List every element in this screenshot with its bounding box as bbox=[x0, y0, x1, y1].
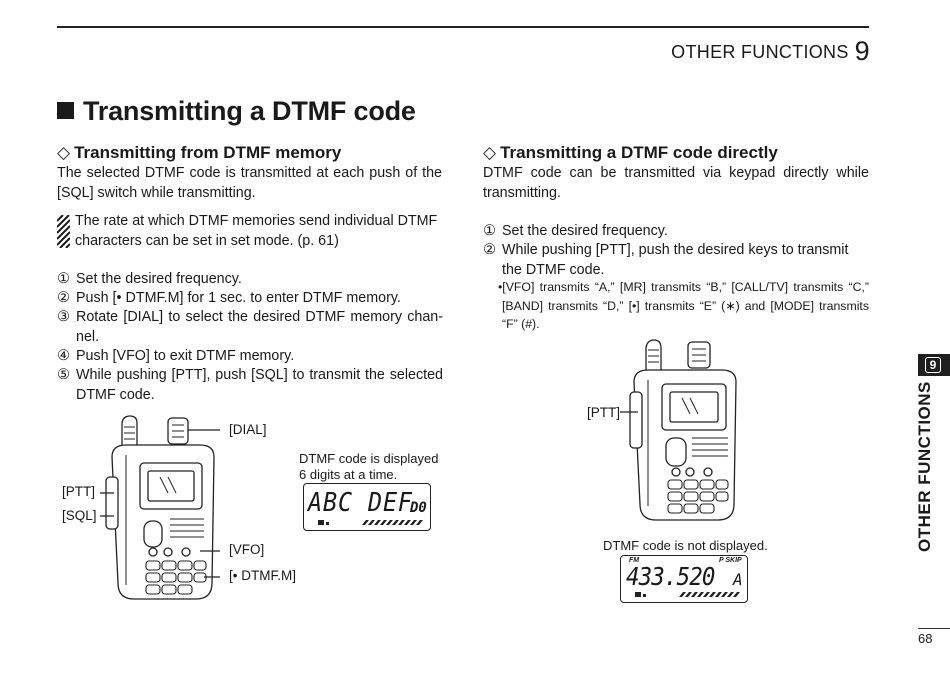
chapter-tab: 9 bbox=[918, 354, 950, 376]
radio-illustration-left bbox=[100, 415, 220, 600]
left-intro: The selected DTMF code is transmitted at… bbox=[57, 165, 442, 201]
signal-meter-icon bbox=[635, 592, 740, 597]
page-number: 68 bbox=[918, 631, 933, 646]
diamond-icon: ◇ bbox=[57, 143, 71, 162]
right-caption: DTMF code is not displayed. bbox=[603, 538, 768, 553]
left-caption-line-2: 6 digits at a time. bbox=[299, 467, 398, 482]
diamond-icon: ◇ bbox=[483, 143, 497, 162]
radio-illustration-right bbox=[620, 339, 737, 521]
left-caption: DTMF code is displayed 6 digits at a tim… bbox=[299, 451, 438, 483]
header-section: OTHER FUNCTIONS bbox=[671, 42, 849, 62]
page-title: Transmitting a DTMF code bbox=[57, 96, 416, 127]
lcd-dtmf-code: ABC DEF bbox=[308, 488, 413, 518]
chapter-tab-number: 9 bbox=[925, 357, 941, 373]
left-caption-line-1: DTMF code is displayed bbox=[299, 451, 439, 466]
signal-meter-icon bbox=[318, 520, 423, 525]
label-vfo: [VFO] bbox=[229, 542, 265, 557]
lcd-pskip-indicator: P SKIP bbox=[719, 557, 742, 564]
right-heading: ◇Transmitting a DTMF code directly bbox=[483, 143, 778, 163]
lcd-memory-channel: A bbox=[733, 570, 743, 589]
label-sql: [SQL] bbox=[62, 508, 97, 523]
lcd-channel: D0 bbox=[410, 500, 427, 516]
label-dtmf-m: [• DTMF.M] bbox=[229, 568, 296, 583]
note-hatch-icon bbox=[57, 215, 70, 248]
right-intro: DTMF code can be transmitted via keypad … bbox=[483, 165, 869, 201]
lcd-display-right: FM P SKIP 433.520 A bbox=[620, 555, 748, 603]
label-dial: [DIAL] bbox=[229, 422, 267, 437]
label-ptt-right: [PTT] bbox=[587, 405, 620, 420]
left-heading-text: Transmitting from DTMF memory bbox=[74, 143, 342, 162]
lcd-frequency: 433.520 bbox=[626, 562, 715, 591]
left-heading: ◇Transmitting from DTMF memory bbox=[57, 143, 341, 163]
footer-rule bbox=[918, 628, 950, 629]
square-bullet-icon bbox=[57, 102, 74, 119]
page-title-text: Transmitting a DTMF code bbox=[83, 96, 416, 126]
header-rule bbox=[57, 26, 869, 28]
right-bullet-note: •[VFO] transmits “A,” [MR] transmits “B,… bbox=[498, 280, 869, 331]
side-section-label: OTHER FUNCTIONS bbox=[915, 381, 934, 552]
lcd-fm-indicator: FM bbox=[629, 557, 640, 564]
lcd-display-left: ABC DEF D0 bbox=[303, 483, 431, 531]
header-chapter: 9 bbox=[854, 36, 870, 66]
right-heading-text: Transmitting a DTMF code directly bbox=[500, 143, 778, 162]
left-note: The rate at which DTMF memories send ind… bbox=[75, 213, 438, 249]
label-ptt-left: [PTT] bbox=[62, 484, 95, 499]
